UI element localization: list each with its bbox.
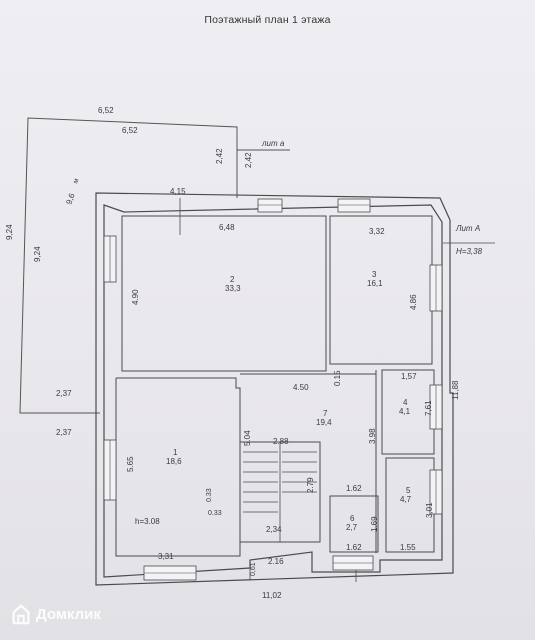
- dim-porch-outer: 2,42: [215, 148, 224, 164]
- room-6-number: 6: [350, 514, 355, 523]
- dim-11-88: 11,88: [451, 380, 460, 400]
- dim-1-69: 1.69: [370, 516, 379, 532]
- dim-terrace-depth-inner: 2,37: [56, 428, 72, 437]
- plan-title: Поэтажный план 1 этажа: [204, 14, 331, 26]
- dim-4-50: 4.50: [293, 383, 309, 392]
- dim-2-88: 2.88: [273, 437, 289, 446]
- dim-0-33-b: 0.33: [208, 510, 222, 517]
- room-7-number: 7: [323, 409, 328, 418]
- room-3-area: 16,1: [367, 279, 383, 288]
- terrace-unit: м: [72, 178, 80, 185]
- dim-2-16: 2.16: [268, 557, 284, 566]
- dim-terrace-height-outer: 9,24: [5, 224, 14, 240]
- room-3-number: 3: [372, 270, 377, 279]
- dim-2-79: 2.79: [306, 477, 315, 493]
- room-1-height: h=3.08: [135, 517, 160, 526]
- labels: лит а Лит А H=3,38 6,52 6,52 9,24 9,24 2…: [5, 106, 483, 600]
- dim-4-86: 4.86: [409, 294, 418, 310]
- dim-terrace-top-inner: 6,52: [122, 126, 138, 135]
- room-5-area: 4,7: [400, 495, 412, 504]
- dim-5-65: 5.65: [126, 456, 135, 472]
- watermark-brand: Домклик: [36, 605, 101, 623]
- dim-2-34: 2,34: [266, 525, 282, 534]
- dim-terrace-height-inner: 9,24: [33, 246, 42, 262]
- room-1-number: 1: [173, 448, 178, 457]
- window-top-1: [257, 198, 283, 213]
- dim-7-61: 7,61: [424, 400, 433, 416]
- dim-3-98: 3.98: [368, 428, 377, 444]
- dim-0-15: 0.15: [333, 370, 342, 386]
- room-5-number: 5: [406, 486, 411, 495]
- lit-A-height: H=3,38: [456, 247, 483, 256]
- dim-3-32: 3,32: [369, 227, 385, 236]
- dim-6-48: 6,48: [219, 223, 235, 232]
- room-1-area: 18,6: [166, 457, 182, 466]
- room-6-area: 2,7: [346, 523, 358, 532]
- domclick-house-icon: [12, 604, 30, 625]
- dim-3-31: 3,31: [158, 552, 174, 561]
- dim-4-15: 4,15: [170, 187, 186, 196]
- dim-1-57: 1,57: [401, 372, 417, 381]
- room-2-number: 2: [230, 275, 235, 284]
- room-2-area: 33,3: [225, 284, 241, 293]
- dim-terrace-depth-outer: 2,37: [56, 389, 72, 398]
- window-top-2: [337, 198, 371, 213]
- dim-0-33-a: 0.33: [206, 488, 213, 502]
- dim-porch-inner: 2,42: [244, 152, 253, 168]
- staircase: [243, 442, 317, 542]
- room-4-area: 4,1: [399, 407, 411, 416]
- dim-terrace-top-outer: 6,52: [98, 106, 114, 115]
- lit-A-label: Лит А: [455, 224, 480, 233]
- lit-a-label: лит а: [261, 139, 285, 148]
- room-7-area: 19,4: [316, 418, 332, 427]
- dim-1-55: 1.55: [400, 543, 416, 552]
- terrace-outline: [19, 117, 238, 414]
- dim-5-04: 5.04: [243, 430, 252, 446]
- dim-11-02: 11,02: [262, 591, 282, 600]
- dim-0-61: 0,61: [250, 562, 257, 576]
- watermark: Домклик: [10, 603, 101, 625]
- dim-1-62-top: 1.62: [346, 484, 362, 493]
- entrance: [179, 198, 357, 582]
- window-mullions: [109, 204, 437, 574]
- dim-4-90: 4.90: [131, 289, 140, 305]
- dim-3-01: 3,01: [425, 502, 434, 518]
- room-4-number: 4: [403, 398, 408, 407]
- dim-1-62-bottom: 1.62: [346, 543, 362, 552]
- terrace-area: 9,6: [64, 192, 76, 206]
- interior-walls: [115, 215, 435, 557]
